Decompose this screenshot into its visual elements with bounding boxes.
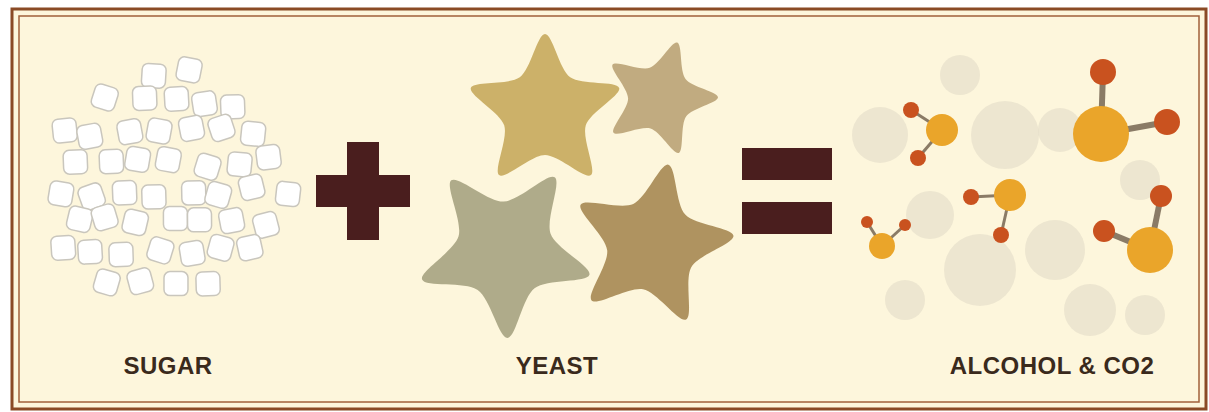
sugar-cube	[236, 233, 265, 262]
sugar-cube	[196, 271, 221, 296]
sugar-cube	[203, 180, 233, 210]
gas-bubble	[1064, 284, 1116, 336]
molecule	[903, 102, 958, 166]
sugar-cube	[226, 151, 252, 177]
gas-bubble	[1025, 220, 1085, 280]
sugar-cube	[181, 181, 206, 206]
small-atom	[1150, 185, 1172, 207]
sugar-cube	[164, 86, 189, 111]
sugar-cube	[76, 122, 104, 150]
equals-sign	[742, 148, 832, 234]
sugar-cube	[132, 86, 157, 111]
outer-border	[12, 9, 1206, 409]
small-atom	[861, 216, 873, 228]
sugar-cube	[145, 117, 173, 145]
sugar-cube	[99, 149, 124, 174]
sugar-cube	[47, 180, 75, 208]
sugar-cube	[163, 206, 187, 230]
central-atom	[994, 179, 1026, 211]
sugar-cube	[145, 235, 175, 265]
small-atom	[903, 102, 919, 118]
small-atom	[910, 150, 926, 166]
ingredient-label: SUGAR	[123, 352, 212, 380]
inner-border	[19, 16, 1199, 402]
small-atom	[899, 219, 911, 231]
yeast-cells	[422, 34, 734, 338]
sugar-cube	[142, 185, 167, 210]
sugar-cube	[141, 63, 166, 88]
sugar-cube	[154, 146, 182, 174]
sugar-cube	[112, 180, 137, 205]
sugar-cube	[116, 118, 144, 146]
yeast-cell	[612, 43, 718, 153]
gas-bubble	[885, 280, 925, 320]
sugar-cube	[52, 117, 78, 143]
sugar-cube	[50, 235, 76, 261]
sugar-cubes	[47, 56, 301, 298]
sugar-cube	[191, 90, 218, 117]
sugar-cube	[275, 181, 302, 208]
sugar-cube	[164, 272, 188, 296]
molecule	[861, 216, 911, 259]
molecule	[963, 179, 1026, 243]
sugar-cube	[90, 82, 120, 112]
molecule	[1093, 185, 1173, 273]
gas-bubble	[852, 107, 908, 163]
small-atom	[1154, 109, 1180, 135]
gas-bubble	[944, 234, 1016, 306]
sugar-cube	[124, 146, 152, 174]
central-atom	[1073, 106, 1129, 162]
small-atom	[993, 227, 1009, 243]
molecules	[861, 59, 1180, 273]
gas-bubble	[940, 55, 980, 95]
sugar-cube	[187, 208, 211, 232]
sugar-cube	[126, 266, 155, 295]
yeast-cell	[422, 177, 590, 338]
yeast-cell	[471, 34, 620, 176]
sugar-cube	[175, 56, 203, 84]
sugar-cube	[218, 207, 246, 235]
gas-bubbles	[852, 55, 1165, 336]
small-atom	[1093, 220, 1115, 242]
central-atom	[926, 114, 958, 146]
sugar-cube	[255, 144, 282, 171]
gas-bubble	[1125, 295, 1165, 335]
small-atom	[1090, 59, 1116, 85]
gas-bubble	[906, 191, 954, 239]
plus-sign	[316, 142, 410, 240]
sugar-cube	[90, 202, 120, 232]
sugar-cube	[121, 208, 150, 237]
sugar-cube	[65, 205, 94, 234]
molecule	[1073, 59, 1180, 162]
central-atom	[1127, 227, 1173, 273]
central-atom	[869, 233, 895, 259]
sugar-cube	[240, 121, 266, 147]
small-atom	[963, 189, 979, 205]
ingredient-label: ALCOHOL & CO2	[950, 352, 1155, 380]
sugar-cube	[63, 149, 88, 174]
sugar-cube	[92, 268, 122, 298]
sugar-cube	[178, 240, 206, 268]
sugar-cube	[193, 152, 223, 182]
yeast-cell	[580, 165, 733, 320]
sugar-cube	[109, 242, 134, 267]
sugar-cube	[177, 114, 205, 142]
ingredient-label: YEAST	[516, 352, 599, 380]
gas-bubble	[971, 101, 1039, 169]
sugar-cube	[237, 173, 266, 202]
sugar-cube	[206, 233, 235, 262]
sugar-cube	[206, 113, 236, 143]
sugar-cube	[77, 239, 102, 264]
